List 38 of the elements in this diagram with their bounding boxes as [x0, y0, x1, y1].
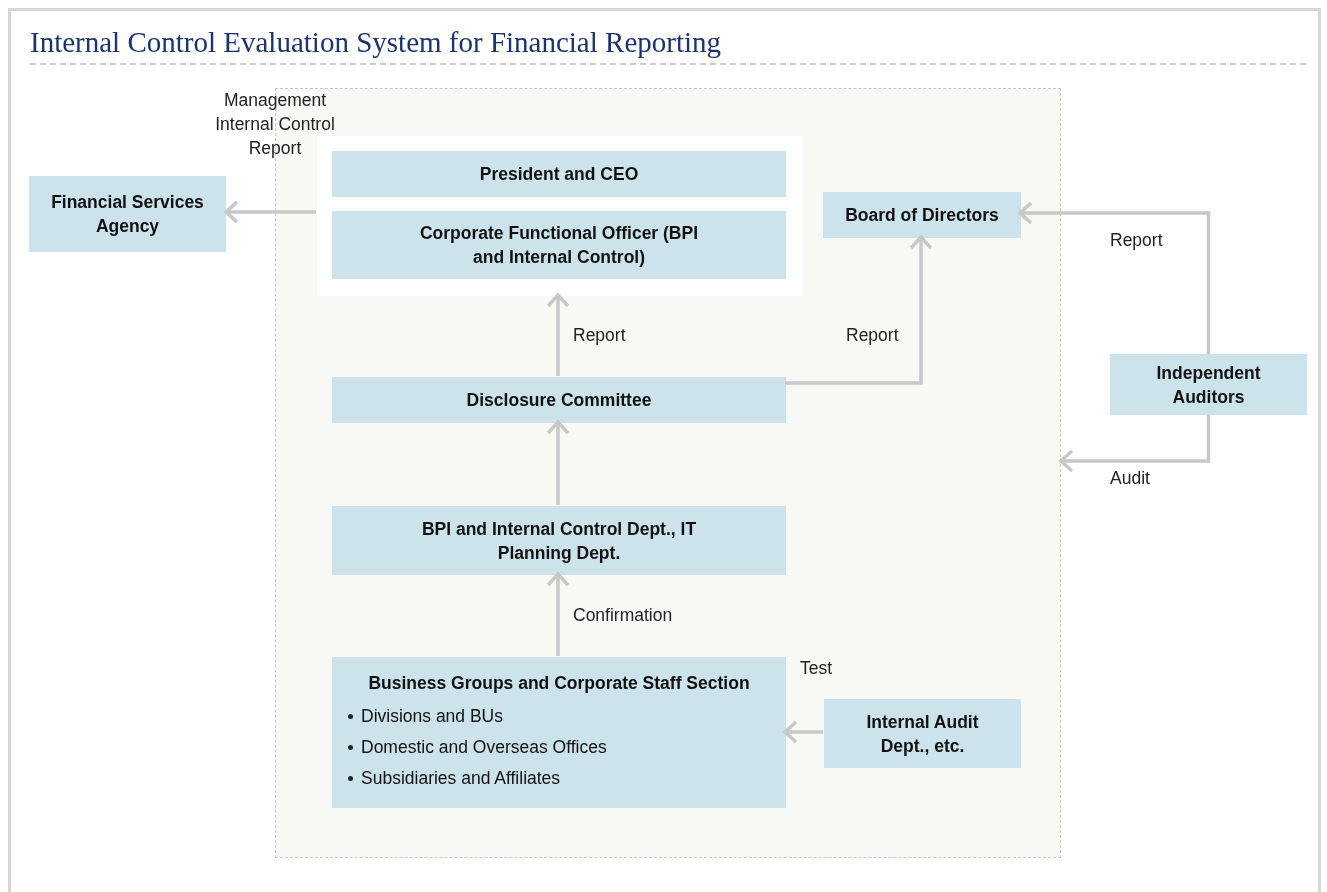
- box-heading: Disclosure Committee: [466, 389, 652, 412]
- arrow: [546, 420, 570, 505]
- list-item: Divisions and BUs: [361, 705, 503, 728]
- box-heading: Board of Directors: [845, 204, 999, 227]
- box-heading: Independent Auditors: [1155, 361, 1262, 409]
- process-box: [823, 192, 1021, 238]
- box-heading: BPI and Internal Control Dept., IT Planning Dept.: [420, 517, 698, 565]
- diagram-title: Internal Control Evaluation System for Financial Reporting: [30, 26, 722, 59]
- edge-label: Report: [573, 324, 626, 347]
- box-heading: Business Groups and Corporate Staff Section: [368, 672, 750, 695]
- edge-label: Audit: [1110, 467, 1150, 490]
- process-box: [332, 211, 786, 279]
- box-heading: Financial Services Agency: [50, 191, 205, 238]
- edge-label: Confirmation: [573, 604, 673, 627]
- box-heading: President and CEO: [479, 163, 639, 186]
- edge-label: Report: [846, 324, 899, 347]
- edge-label: Test: [800, 657, 833, 680]
- list-item: Subsidiaries and Affiliates: [361, 767, 561, 790]
- arrow: [1059, 415, 1211, 473]
- arrow: [785, 235, 933, 385]
- arrow: [546, 293, 570, 376]
- arrow: [1018, 201, 1211, 354]
- box-heading: Internal Audit Dept., etc.: [865, 710, 980, 758]
- edge-label: Report: [1110, 229, 1163, 252]
- process-box: [1110, 354, 1307, 415]
- edge-label: Management Internal Control Report: [214, 89, 336, 160]
- process-box: [332, 506, 786, 575]
- arrow: [546, 572, 570, 656]
- process-box: [29, 176, 226, 252]
- arrow: [224, 200, 316, 224]
- process-box: [332, 151, 786, 197]
- process-box: [824, 699, 1021, 768]
- arrow: [783, 720, 823, 744]
- process-box: [332, 377, 786, 423]
- process-box: [332, 657, 786, 808]
- box-heading: Corporate Functional Officer (BPI and Internal Control): [418, 222, 700, 269]
- list-item: Domestic and Overseas Offices: [361, 736, 607, 759]
- group-panel: [317, 136, 802, 296]
